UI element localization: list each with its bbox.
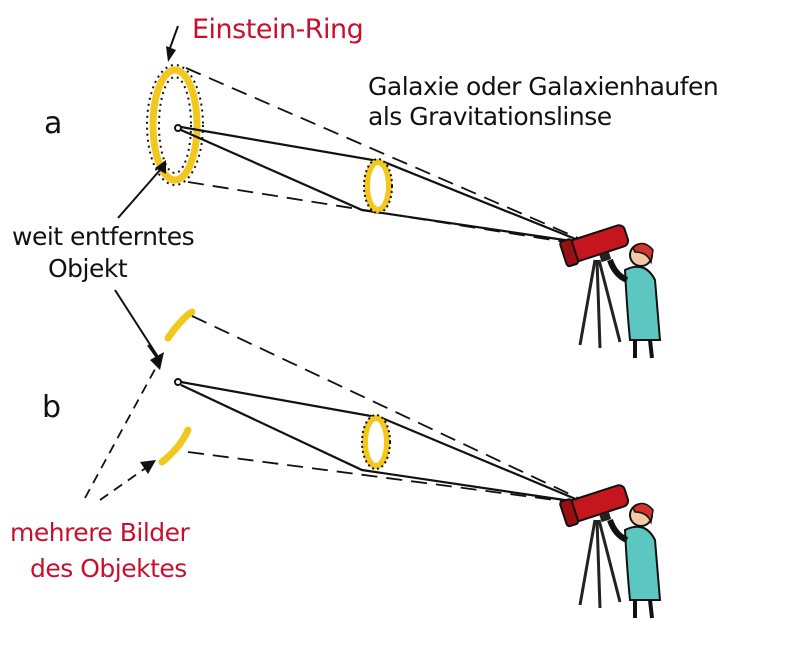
einstein-ring-shape xyxy=(149,66,201,184)
image-arc-bottom xyxy=(158,426,192,466)
distant-object-dot xyxy=(174,124,182,132)
panel-b-label: b xyxy=(42,390,61,425)
images-label-line2: des Objektes xyxy=(30,554,187,583)
panel-a-drawing xyxy=(117,25,660,358)
object-label-line2: Objekt xyxy=(48,254,128,283)
lens-galaxy-a xyxy=(364,159,392,213)
lens-label-line2: als Gravitationslinse xyxy=(368,102,612,131)
distant-object-dot-b xyxy=(174,378,182,386)
observer-b xyxy=(559,482,660,618)
observer-a xyxy=(559,222,660,358)
lens-galaxy-b xyxy=(362,415,390,469)
images-label-line1: mehrere Bilder xyxy=(10,518,190,547)
panel-b-drawing xyxy=(84,289,660,618)
image-arc-top xyxy=(164,308,196,342)
panel-a-label: a xyxy=(44,106,62,141)
lens-label-line1: Galaxie oder Galaxienhaufen xyxy=(368,72,719,101)
object-label-line1: weit entferntes xyxy=(12,222,195,251)
einstein-ring-label: Einstein-Ring xyxy=(192,14,364,45)
